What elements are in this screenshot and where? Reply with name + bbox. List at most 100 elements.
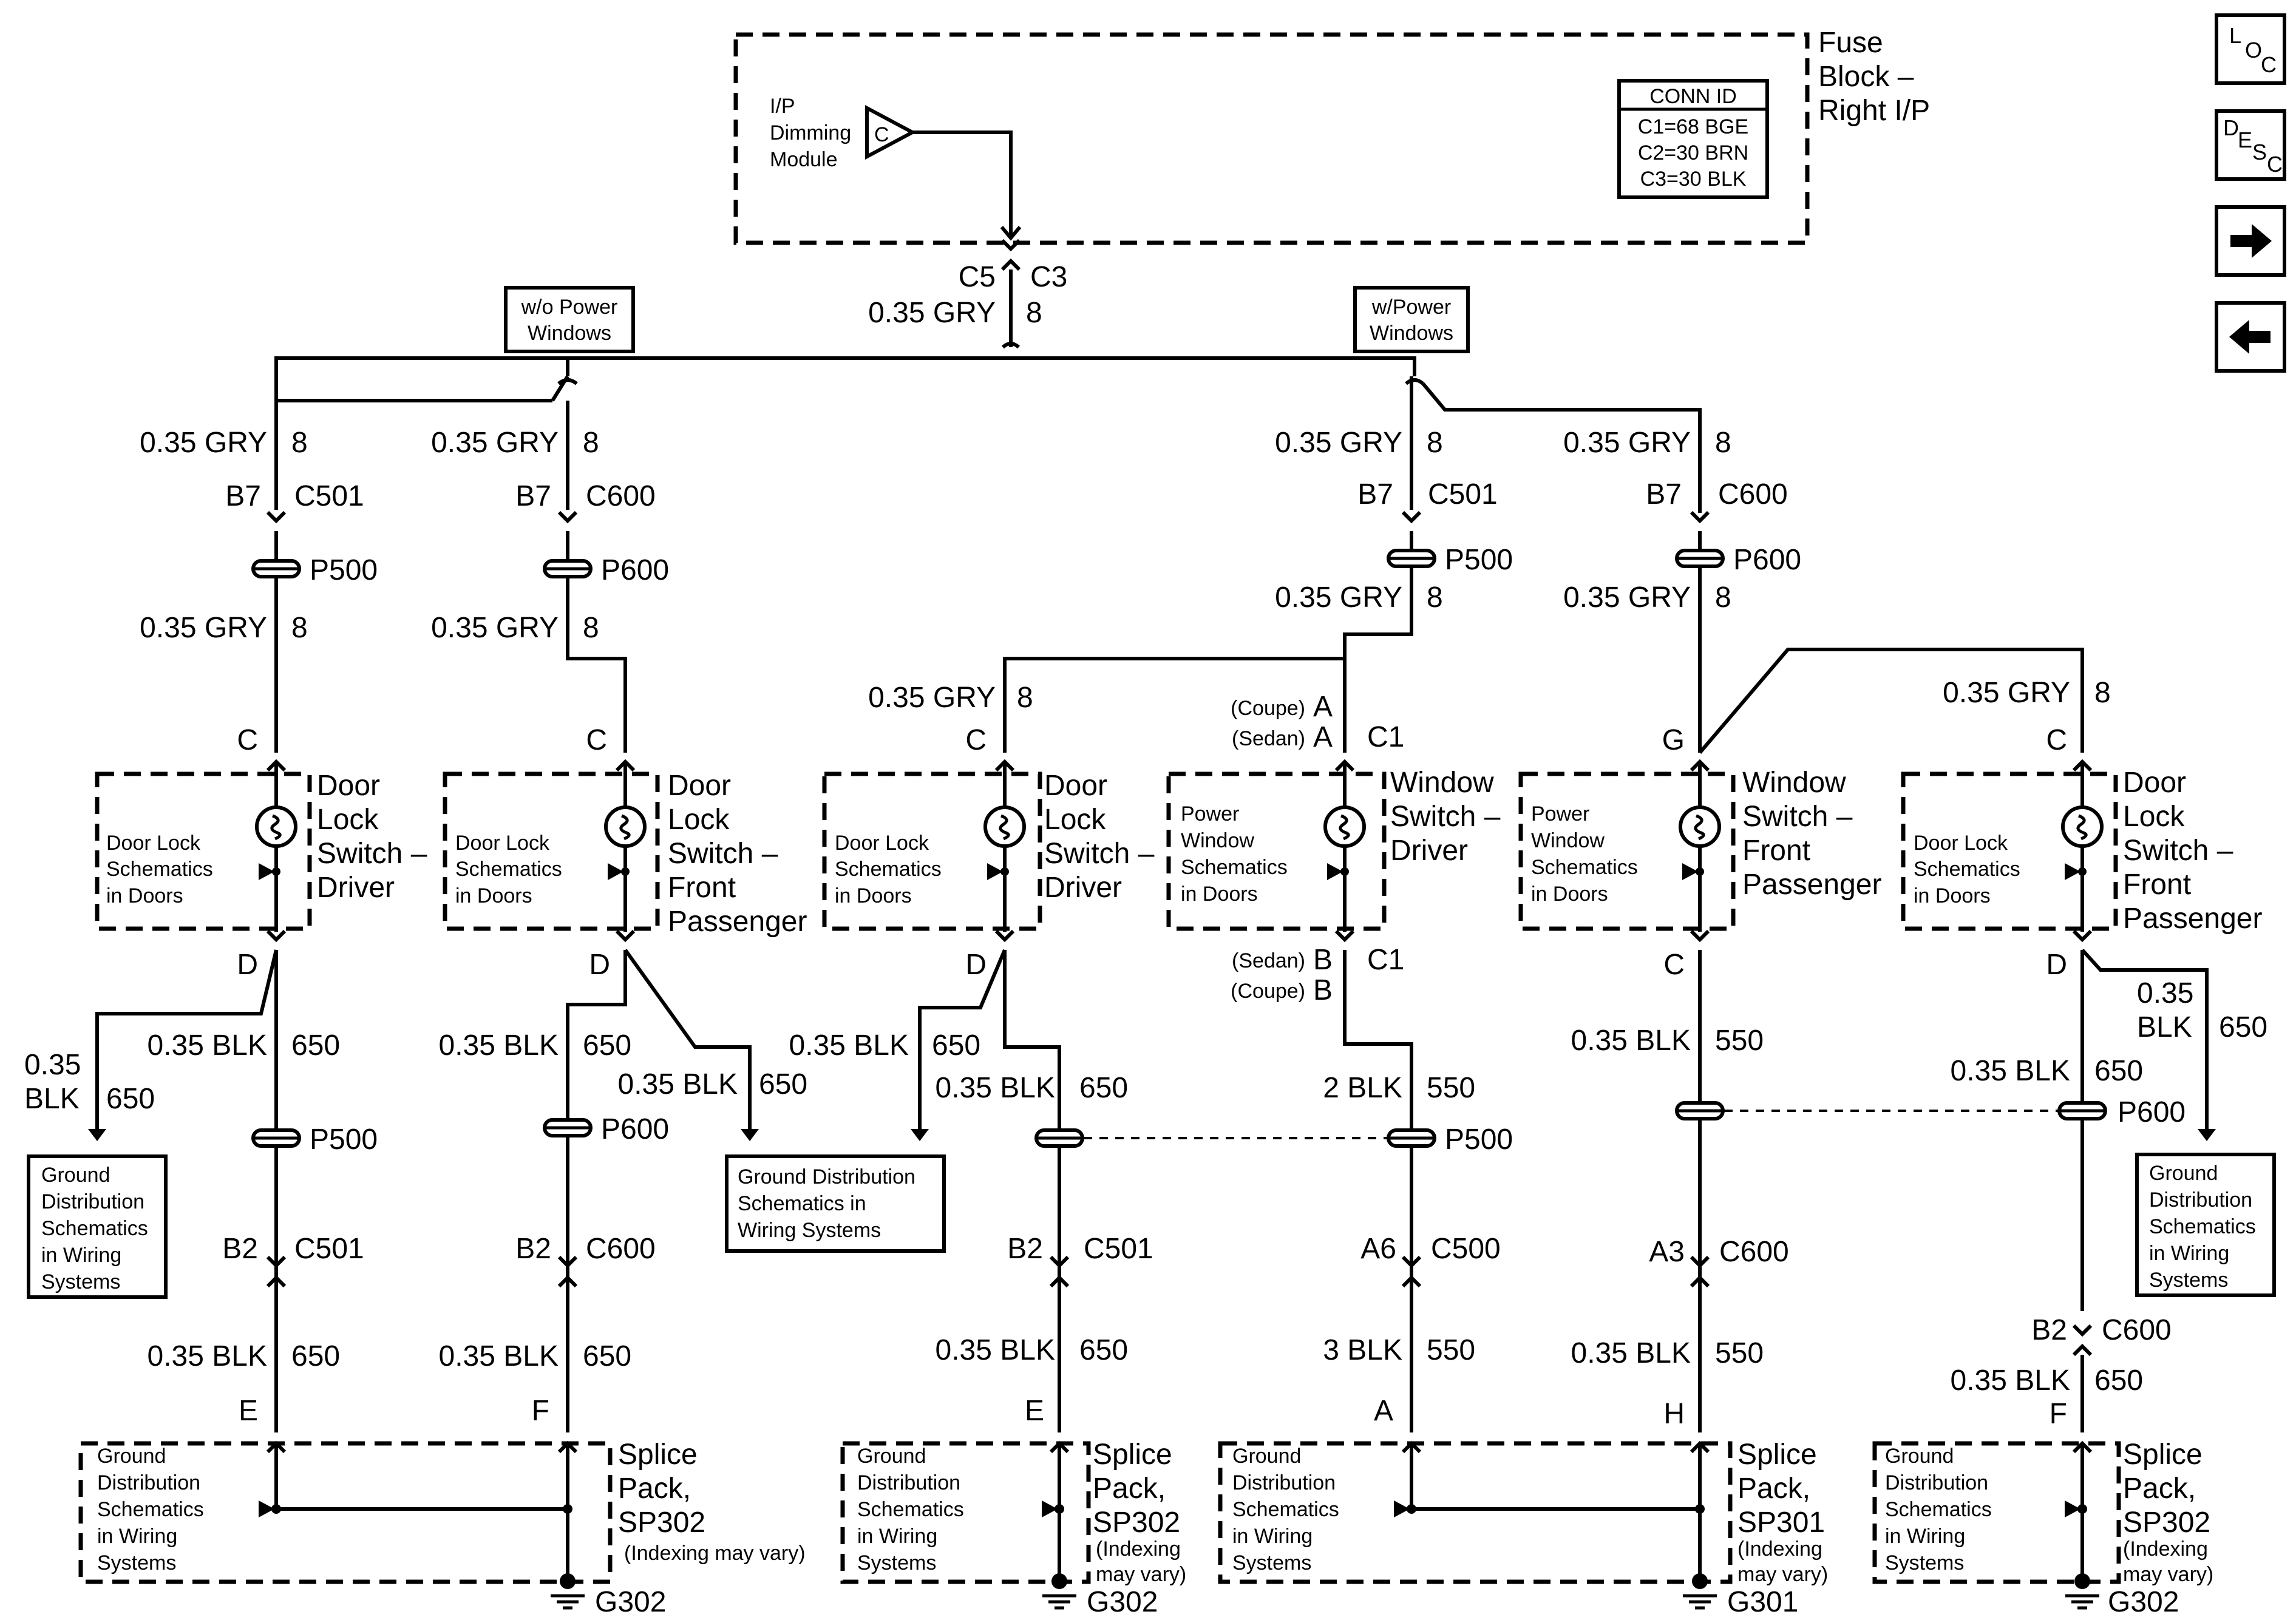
svg-text:Systems: Systems: [97, 1551, 176, 1575]
svg-text:0.35 BLK: 0.35 BLK: [618, 1068, 738, 1100]
svg-text:C600: C600: [586, 1233, 656, 1265]
next-page-button[interactable]: [2215, 205, 2286, 277]
svg-text:Lock: Lock: [1044, 804, 1106, 836]
main-bus: [274, 356, 1416, 401]
svg-text:may vary): may vary): [2123, 1563, 2213, 1586]
svg-text:C501: C501: [294, 480, 364, 512]
svg-text:Power: Power: [1531, 802, 1589, 825]
svg-text:P500: P500: [310, 1124, 378, 1156]
svg-text:0.35 GRY: 0.35 GRY: [431, 612, 559, 644]
column-door-lock-driver-wo: 0.35 GRY 8 B7 C501 P500 0.35 GRY 8 C Doo…: [24, 401, 427, 1452]
svg-text:Door: Door: [317, 770, 380, 802]
svg-text:0.35 GRY: 0.35 GRY: [1275, 581, 1402, 614]
svg-text:may vary): may vary): [1096, 1563, 1186, 1586]
svg-text:(Sedan): (Sedan): [1232, 949, 1305, 972]
splice-pack-sp302-right: Ground Distribution Schematics in Wiring…: [1872, 1439, 2213, 1617]
svg-text:Ground: Ground: [1885, 1445, 1954, 1468]
svg-text:0.35 BLK: 0.35 BLK: [936, 1072, 1055, 1104]
svg-text:Ground: Ground: [41, 1164, 110, 1187]
svg-text:0.35 GRY: 0.35 GRY: [140, 612, 267, 644]
svg-text:I/P: I/P: [770, 95, 795, 118]
column-window-switch-driver: 0.35 GRY 8 B7 C501 P500 0.35 GRY 8 (Coup…: [1166, 376, 1513, 1452]
svg-text:C500: C500: [1431, 1233, 1501, 1265]
svg-text:C600: C600: [1718, 478, 1788, 510]
svg-text:550: 550: [1715, 1025, 1764, 1057]
svg-text:Schematics: Schematics: [455, 858, 562, 881]
svg-text:C3=30 BLK: C3=30 BLK: [1640, 168, 1747, 191]
desc-letter-c: C: [2267, 152, 2283, 177]
svg-text:BLK: BLK: [2137, 1011, 2192, 1043]
svg-text:Door Lock: Door Lock: [106, 832, 201, 855]
svg-text:SP302: SP302: [618, 1507, 705, 1539]
svg-text:Passenger: Passenger: [1742, 869, 1881, 901]
svg-text:Schematics: Schematics: [1531, 856, 1638, 879]
svg-text:0.35 GRY: 0.35 GRY: [431, 427, 559, 459]
svg-text:Ground: Ground: [857, 1445, 926, 1468]
svg-text:0.35 GRY: 0.35 GRY: [140, 427, 267, 459]
option-box-wo-power-windows: w/o Power Windows: [504, 286, 635, 353]
svg-text:Pack,: Pack,: [1093, 1473, 1166, 1505]
svg-text:Door: Door: [1044, 770, 1107, 802]
svg-text:Door: Door: [2123, 767, 2186, 799]
svg-text:Splice: Splice: [2123, 1439, 2203, 1471]
svg-text:650: 650: [2094, 1364, 2143, 1397]
svg-text:w/Power: w/Power: [1371, 296, 1451, 319]
column-window-switch-passenger: 0.35 GRY 8 B7 C600 P600 0.35 GRY 8 G Pow…: [1518, 410, 2084, 1452]
svg-text:P600: P600: [601, 1113, 669, 1145]
svg-text:G302: G302: [1087, 1586, 1158, 1617]
svg-text:Window: Window: [1181, 829, 1254, 852]
svg-text:Ground Distribution: Ground Distribution: [738, 1165, 915, 1188]
svg-text:Window: Window: [1390, 767, 1494, 799]
svg-text:0.35 BLK: 0.35 BLK: [936, 1334, 1055, 1366]
svg-text:C: C: [586, 724, 607, 756]
svg-text:P500: P500: [1445, 1124, 1513, 1156]
svg-text:Dimming: Dimming: [770, 121, 851, 144]
svg-text:C: C: [1663, 949, 1685, 981]
svg-text:Switch –: Switch –: [317, 838, 427, 870]
svg-text:C600: C600: [586, 480, 656, 512]
svg-text:in Doors: in Doors: [1914, 884, 1991, 907]
svg-text:0.35 BLK: 0.35 BLK: [148, 1340, 267, 1372]
prev-page-button[interactable]: [2215, 301, 2286, 373]
option-box-w-power-windows: w/Power Windows: [1353, 286, 1470, 353]
svg-text:in Doors: in Doors: [1531, 883, 1608, 906]
ground-distribution-box-middle: Ground Distribution Schematics in Wiring…: [725, 1154, 946, 1253]
svg-text:C: C: [237, 724, 258, 756]
svg-text:Schematics: Schematics: [857, 1498, 964, 1521]
svg-text:Distribution: Distribution: [2149, 1188, 2252, 1212]
svg-text:in Doors: in Doors: [106, 884, 183, 907]
svg-text:(Indexing: (Indexing: [1737, 1537, 1822, 1561]
svg-text:Schematics: Schematics: [1914, 858, 2020, 881]
svg-text:Block –: Block –: [1818, 61, 1914, 93]
svg-text:in Wiring: in Wiring: [857, 1525, 937, 1548]
svg-text:in Doors: in Doors: [835, 884, 912, 907]
svg-text:Lock: Lock: [668, 804, 730, 836]
loc-button[interactable]: L O C: [2215, 13, 2286, 85]
svg-text:CONN ID: CONN ID: [1649, 85, 1737, 108]
fuse-block-title: Fuse Block – Right I/P: [1818, 27, 1930, 127]
svg-text:C600: C600: [1719, 1236, 1789, 1268]
desc-button[interactable]: D E S C: [2215, 109, 2286, 181]
svg-text:0.35 BLK: 0.35 BLK: [1951, 1364, 2070, 1397]
svg-text:550: 550: [1427, 1072, 1475, 1104]
svg-text:(Sedan): (Sedan): [1232, 727, 1305, 750]
svg-text:B2: B2: [222, 1233, 258, 1265]
svg-text:2 BLK: 2 BLK: [1323, 1072, 1402, 1104]
svg-text:Power: Power: [1181, 802, 1239, 825]
svg-text:Windows: Windows: [1370, 322, 1453, 345]
fuse-block-outline: [733, 32, 1810, 245]
svg-text:G: G: [1662, 724, 1685, 756]
svg-text:C501: C501: [294, 1233, 364, 1265]
svg-text:0.35 BLK: 0.35 BLK: [1571, 1337, 1691, 1369]
svg-text:650: 650: [2094, 1055, 2143, 1087]
svg-text:Systems: Systems: [2149, 1269, 2228, 1292]
svg-text:in Doors: in Doors: [1181, 883, 1258, 906]
loc-letter-l: L: [2229, 23, 2242, 48]
svg-text:(Indexing: (Indexing: [1096, 1537, 1181, 1561]
svg-text:SP301: SP301: [1737, 1507, 1825, 1539]
desc-letter-e: E: [2238, 127, 2253, 152]
dimming-module-symbol: C: [865, 105, 1022, 241]
svg-text:Door Lock: Door Lock: [835, 832, 929, 855]
svg-text:Door: Door: [668, 770, 731, 802]
loc-letter-c: C: [2261, 52, 2277, 77]
